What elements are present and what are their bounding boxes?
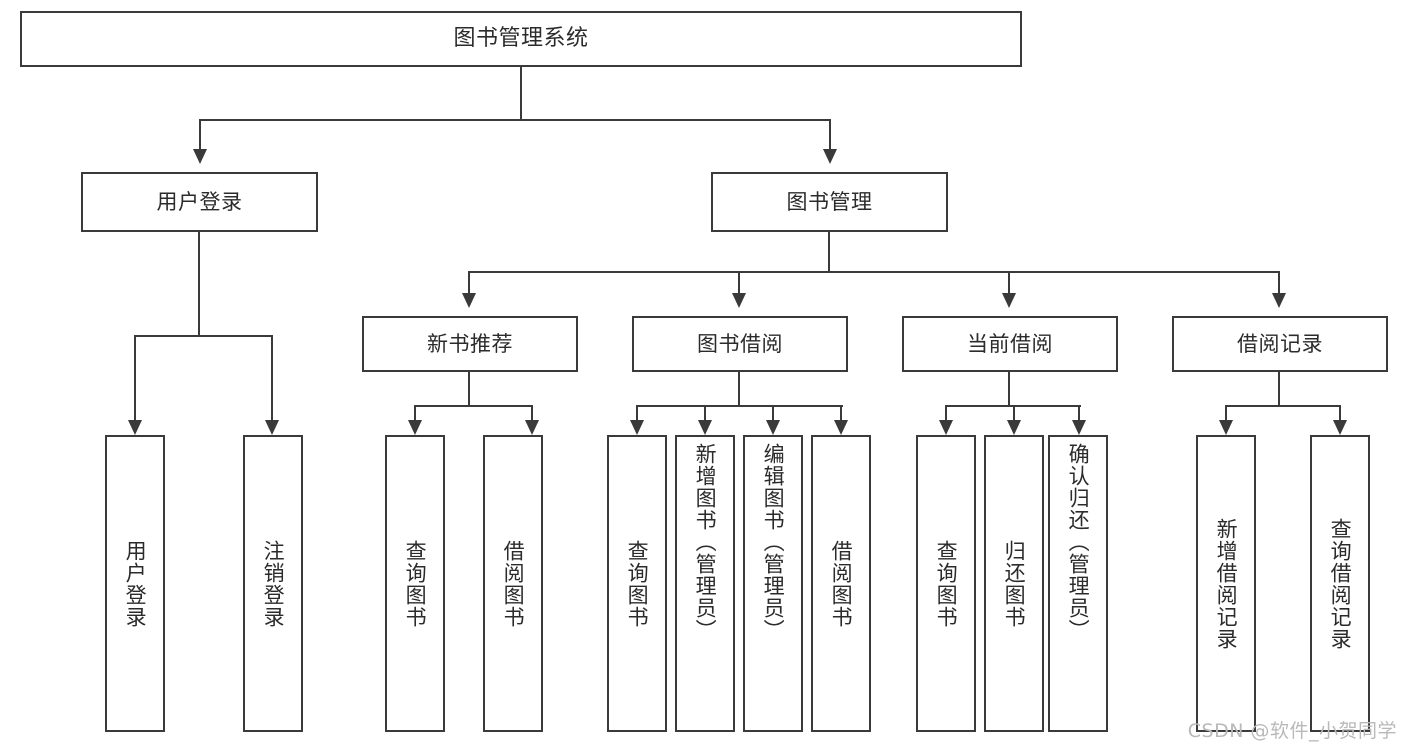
leaf-query-book-new[interactable]: 查询图书 xyxy=(385,435,445,732)
node-label: 图书管理 xyxy=(786,189,873,214)
connector-current-borrow-drop-3 xyxy=(1078,405,1081,421)
connector-level2-drop-1 xyxy=(468,271,471,294)
arrowhead-to-new-book xyxy=(462,293,476,308)
node-new-book-recommend[interactable]: 新书推荐 xyxy=(362,316,578,372)
leaf-confirm-return-admin[interactable]: 确认归还（管理员） xyxy=(1048,435,1108,732)
leaf-add-borrow-record[interactable]: 新增借阅记录 xyxy=(1196,435,1256,732)
arrowhead-leaf xyxy=(265,420,279,435)
node-label: 图书借阅 xyxy=(697,331,783,356)
connector-book-borrow-bus xyxy=(636,405,843,408)
arrowhead-to-user-login xyxy=(193,149,207,164)
connector-level2-bus xyxy=(468,271,1280,274)
arrowhead-leaf xyxy=(1333,420,1347,435)
connector-root-bus xyxy=(199,119,831,122)
node-label: 用户登录 xyxy=(156,189,243,214)
leaf-query-book-borrow[interactable]: 查询图书 xyxy=(607,435,667,732)
node-label: 查询图书 xyxy=(403,539,428,628)
node-label: 图书管理系统 xyxy=(453,26,589,52)
node-borrow-record[interactable]: 借阅记录 xyxy=(1172,316,1388,372)
connector-new-book-stem xyxy=(468,372,471,405)
leaf-borrow-book[interactable]: 借阅图书 xyxy=(811,435,871,732)
node-label: 新增图书（管理员） xyxy=(693,443,718,641)
arrowhead-leaf xyxy=(128,420,142,435)
node-label: 编辑图书（管理员） xyxy=(761,443,786,641)
node-label: 新书推荐 xyxy=(427,331,513,356)
connector-borrow-record-drop-2 xyxy=(1339,405,1342,421)
node-label: 查询借阅记录 xyxy=(1328,517,1353,650)
arrowhead-leaf xyxy=(630,420,644,435)
connector-level2-drop-3 xyxy=(1008,271,1011,294)
connector-new-book-drop-2 xyxy=(531,405,534,421)
leaf-edit-book-admin[interactable]: 编辑图书（管理员） xyxy=(743,435,803,732)
arrowhead-to-borrow-record xyxy=(1272,293,1286,308)
arrowhead-to-book-borrow xyxy=(732,293,746,308)
node-label: 用户登录 xyxy=(123,539,148,628)
node-label: 查询图书 xyxy=(934,539,959,628)
connector-book-manage-stem xyxy=(828,232,831,271)
connector-current-borrow-drop-2 xyxy=(1013,405,1016,421)
connector-current-borrow-stem xyxy=(1008,372,1011,405)
arrowhead-leaf xyxy=(766,420,780,435)
leaf-borrow-book-new[interactable]: 借阅图书 xyxy=(483,435,543,732)
arrowhead-leaf xyxy=(1219,420,1233,435)
connector-root-drop-left xyxy=(199,119,202,149)
leaf-query-borrow-record[interactable]: 查询借阅记录 xyxy=(1310,435,1370,732)
arrowhead-leaf xyxy=(698,420,712,435)
arrowhead-leaf xyxy=(525,420,539,435)
connector-level2-drop-2 xyxy=(738,271,741,294)
connector-user-login-stem xyxy=(198,232,201,335)
connector-book-borrow-drop-2 xyxy=(704,405,707,421)
node-current-borrow[interactable]: 当前借阅 xyxy=(902,316,1118,372)
node-label: 借阅图书 xyxy=(501,539,526,628)
node-label: 查询图书 xyxy=(625,539,650,628)
node-label: 借阅记录 xyxy=(1237,331,1323,356)
node-label: 新增借阅记录 xyxy=(1214,517,1239,650)
leaf-query-book-current[interactable]: 查询图书 xyxy=(916,435,976,732)
connector-borrow-record-bus xyxy=(1225,405,1341,408)
arrowhead-leaf xyxy=(939,420,953,435)
node-label: 归还图书 xyxy=(1002,539,1027,628)
connector-new-book-drop-1 xyxy=(414,405,417,421)
leaf-add-book-admin[interactable]: 新增图书（管理员） xyxy=(675,435,735,732)
node-book-manage[interactable]: 图书管理 xyxy=(711,172,948,232)
node-root-system[interactable]: 图书管理系统 xyxy=(20,11,1022,67)
connector-new-book-bus xyxy=(414,405,533,408)
arrowhead-to-current-borrow xyxy=(1002,293,1016,308)
connector-borrow-record-stem xyxy=(1278,372,1281,405)
node-label: 当前借阅 xyxy=(967,331,1053,356)
node-label: 注销登录 xyxy=(261,539,286,628)
leaf-return-book[interactable]: 归还图书 xyxy=(984,435,1044,732)
connector-root-stem xyxy=(520,67,523,119)
connector-book-borrow-drop-4 xyxy=(840,405,843,421)
connector-book-borrow-drop-1 xyxy=(636,405,639,421)
arrowhead-leaf xyxy=(1072,420,1086,435)
arrowhead-leaf xyxy=(408,420,422,435)
connector-book-borrow-drop-3 xyxy=(772,405,775,421)
node-label: 借阅图书 xyxy=(829,539,854,628)
node-user-login[interactable]: 用户登录 xyxy=(81,172,318,232)
node-book-borrow[interactable]: 图书借阅 xyxy=(632,316,848,372)
connector-root-drop-right xyxy=(829,119,832,149)
connector-borrow-record-drop-1 xyxy=(1225,405,1228,421)
leaf-user-login[interactable]: 用户登录 xyxy=(105,435,165,732)
connector-user-login-drop-1 xyxy=(134,335,137,421)
connector-current-borrow-drop-1 xyxy=(945,405,948,421)
node-label: 确认归还（管理员） xyxy=(1066,443,1091,641)
connector-user-login-bus xyxy=(134,335,273,338)
connector-book-borrow-stem xyxy=(738,372,741,405)
connector-user-login-drop-2 xyxy=(271,335,274,421)
watermark: CSDN @软件_小贺同学 xyxy=(1187,720,1397,742)
arrowhead-to-book-manage xyxy=(823,149,837,164)
arrowhead-leaf xyxy=(1007,420,1021,435)
leaf-logout[interactable]: 注销登录 xyxy=(243,435,303,732)
arrowhead-leaf xyxy=(834,420,848,435)
connector-level2-drop-4 xyxy=(1278,271,1281,294)
